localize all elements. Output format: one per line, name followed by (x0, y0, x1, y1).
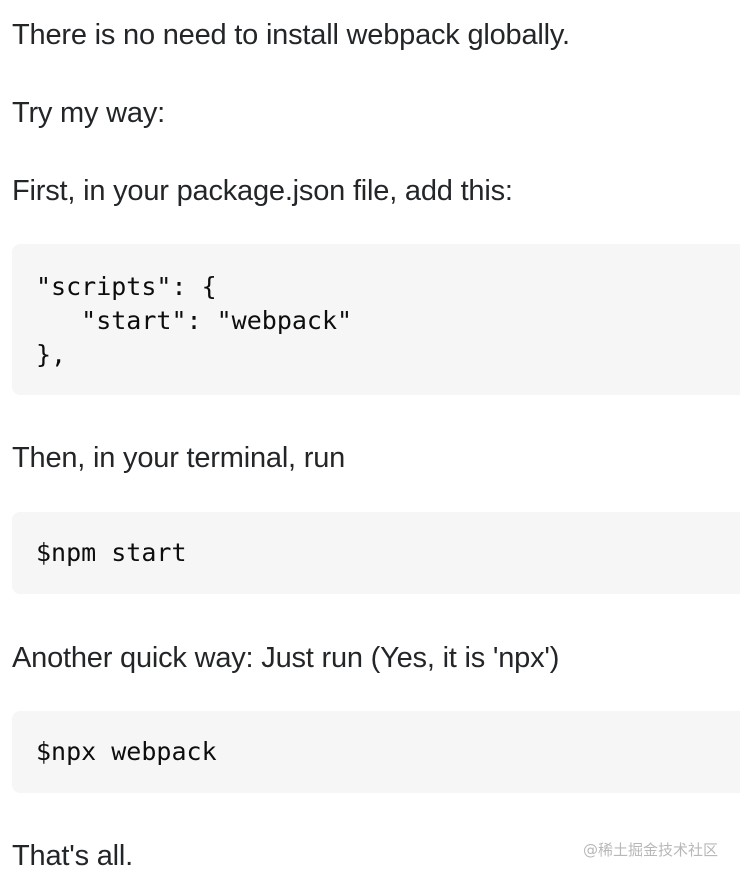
code-line: "scripts": { (36, 272, 217, 301)
code-block-npm-start: $npm start (12, 512, 740, 594)
closing-paragraph: That's all. (12, 840, 133, 872)
terminal-paragraph: Then, in your terminal, run (12, 442, 346, 474)
try-paragraph: Try my way: (12, 97, 165, 129)
intro-paragraph: There is no need to install webpack glob… (12, 19, 570, 51)
code-line: $npx webpack (36, 737, 217, 766)
code-block-package-json: "scripts": { "start": "webpack" }, (12, 244, 740, 395)
first-step-paragraph: First, in your package.json file, add th… (12, 175, 513, 207)
watermark: @稀土掘金技术社区 (582, 841, 718, 859)
quick-way-paragraph: Another quick way: Just run (Yes, it is … (12, 642, 560, 674)
code-line: "start": "webpack" (36, 306, 353, 335)
code-line: }, (36, 340, 67, 369)
code-line: $npm start (36, 538, 187, 567)
code-block-npx-webpack: $npx webpack (12, 711, 740, 793)
